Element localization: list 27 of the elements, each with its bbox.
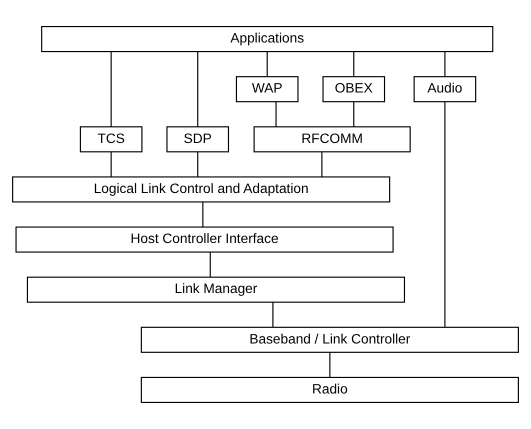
connector [202, 202, 204, 227]
node-box: WAP [236, 76, 299, 102]
connector [272, 302, 274, 327]
node-box: OBEX [322, 76, 386, 102]
connector [210, 252, 211, 277]
node-box: SDP [166, 126, 230, 152]
connector [444, 52, 446, 76]
node-box: Applications [41, 26, 494, 52]
node-box: Audio [414, 76, 476, 102]
connector [197, 52, 198, 127]
node-box: Logical Link Control and Adaptation [12, 176, 390, 203]
connector [321, 152, 322, 177]
connector [266, 52, 268, 76]
connector [275, 102, 277, 126]
connector [444, 102, 446, 328]
node-box: Host Controller Interface [15, 226, 394, 253]
node-box: Radio [140, 376, 519, 404]
node-box: Baseband / Link Controller [140, 326, 519, 353]
connector [110, 152, 112, 177]
connector [353, 52, 354, 76]
connector [110, 52, 112, 127]
connector [353, 102, 354, 126]
node-box: RFCOMM [254, 126, 411, 152]
connector [197, 152, 198, 177]
node-box: Link Manager [26, 276, 406, 303]
node-box: TCS [80, 126, 142, 152]
connector [329, 352, 330, 378]
